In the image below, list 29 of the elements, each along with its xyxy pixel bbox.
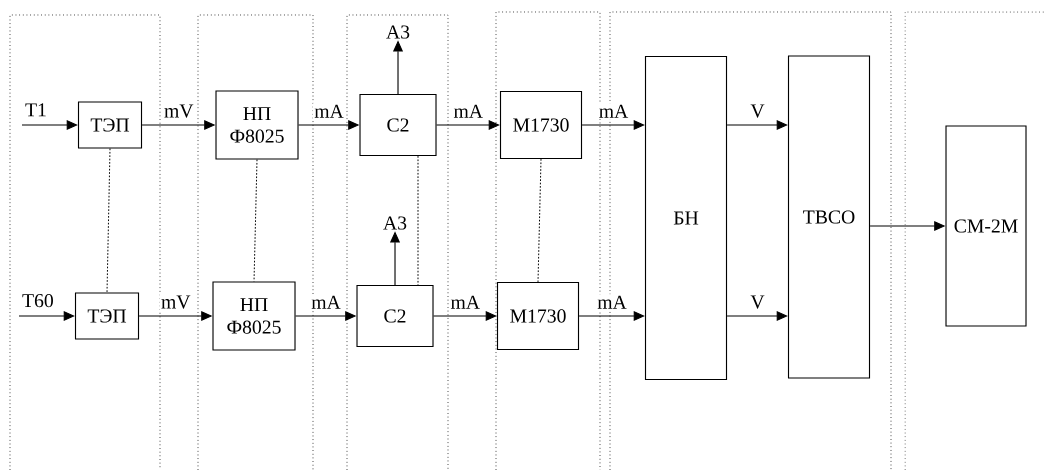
process-box: НП Ф8025 — [215, 90, 299, 160]
connector-line — [106, 148, 111, 293]
process-box: С2 — [356, 284, 434, 348]
signal-label: А3 — [383, 216, 407, 230]
process-box: СМ-2М — [945, 125, 1027, 327]
process-box: М1730 — [496, 281, 580, 351]
edge-label: mA — [452, 103, 485, 120]
edge-label: V — [749, 103, 766, 120]
process-box: ТЭП — [74, 292, 140, 340]
edge-label: mA — [595, 294, 629, 311]
process-box: НП Ф8025 — [212, 281, 296, 351]
connector-line — [417, 155, 419, 286]
process-box: БН — [644, 55, 728, 381]
edge-label: mA — [312, 103, 346, 120]
signal-label: А3 — [386, 25, 410, 39]
edge-label: mA — [309, 294, 343, 311]
process-box: ТЭП — [77, 101, 143, 149]
connector-line — [253, 159, 258, 282]
edge-label: mV — [162, 103, 195, 120]
edge-label: mV — [159, 294, 192, 311]
connector-line — [537, 158, 542, 283]
edge-label: mA — [597, 103, 630, 120]
process-box: М1730 — [499, 90, 583, 160]
edge-label: Т1 — [23, 101, 49, 118]
process-box: С2 — [359, 93, 437, 157]
edge-label: V — [749, 294, 766, 311]
process-box: ТВСО — [787, 55, 871, 379]
edge-label: mA — [449, 294, 482, 311]
edge-label: Т60 — [20, 292, 56, 309]
